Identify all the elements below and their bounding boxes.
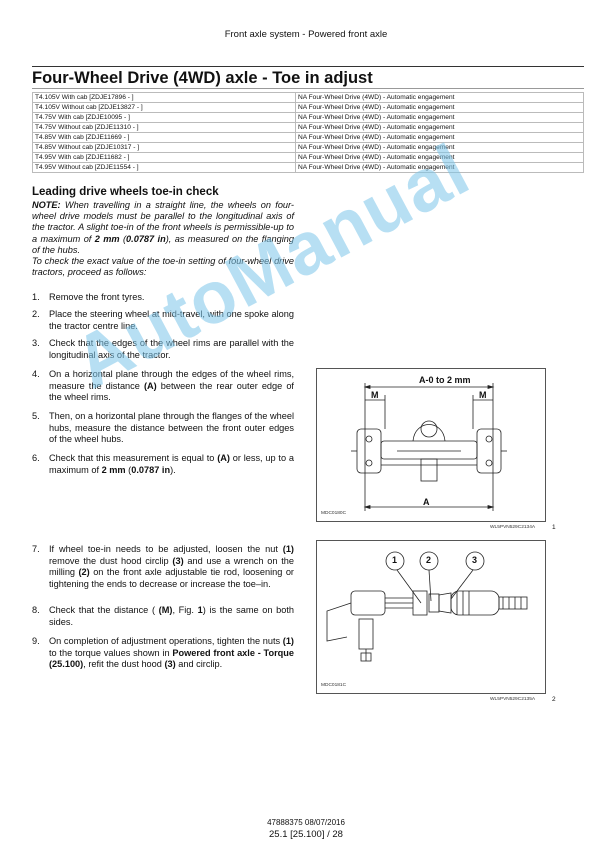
step-6: 6.Check that this measurement is equal t… [32, 453, 294, 475]
model-cell: T4.85V Without cab [ZDJE10317 - ] [32, 142, 296, 153]
step-1: 1.Remove the front tyres. [32, 292, 145, 302]
table-row: T4.75V With cab [ZDJE10095 - ]NA Four-Wh… [32, 112, 584, 123]
dimension-m-right: M [479, 390, 487, 400]
table-row: T4.75V Without cab [ZDJE11310 - ]NA Four… [32, 122, 584, 133]
figure-2-ref: WL5PVN529C2135A [490, 697, 536, 702]
model-cell: T4.75V With cab [ZDJE10095 - ] [32, 112, 296, 123]
footer-page-number: 25.1 [25.100] / 28 [269, 829, 343, 840]
config-cell: NA Four-Wheel Drive (4WD) - Automatic en… [295, 92, 584, 103]
callout-1: 1 [392, 555, 398, 565]
figure-1-inner-id: MDC0180C [321, 511, 347, 516]
note-label: NOTE: [32, 200, 61, 210]
model-cell: T4.95V Without cab [ZDJE11554 - ] [32, 162, 296, 173]
model-cell: T4.105V With cab [ZDJE17896 - ] [32, 92, 296, 103]
figure-2-number: 2 [552, 696, 556, 703]
note-paragraph: NOTE: When travelling in a straight line… [32, 200, 294, 278]
model-cell: T4.95V With cab [ZDJE11682 - ] [32, 152, 296, 163]
figure-1-ref: WL5PVN529C2134A [490, 525, 536, 530]
tie-rod-illustration [326, 551, 528, 662]
figure-1-axle-toe: A-0 to 2 mm M M A MDC0180C [316, 368, 546, 522]
figure-2-tie-rod: 1 2 3 MDC0181C [316, 540, 546, 694]
step-7: 7.If wheel toe-in needs to be adjusted, … [32, 544, 294, 589]
table-row: T4.95V Without cab [ZDJE11554 - ]NA Four… [32, 162, 584, 173]
footer-doc-id: 47888375 08/07/2016 [267, 818, 345, 827]
figure-2-inner-id: MDC0181C [321, 683, 347, 688]
table-row: T4.85V Without cab [ZDJE10317 - ]NA Four… [32, 142, 584, 153]
figure-1-number: 1 [552, 524, 556, 531]
running-header: Front axle system - Powered front axle [224, 29, 388, 40]
title-rule [32, 88, 584, 89]
model-applicability-table: T4.105V With cab [ZDJE17896 - ]NA Four-W… [32, 92, 584, 173]
dimension-a-label: A-0 to 2 mm [417, 375, 473, 385]
callout-2: 2 [426, 555, 432, 565]
step-4: 4.On a horizontal plane through the edge… [32, 369, 294, 403]
model-cell: T4.105V Without cab [ZDJE13827 - ] [32, 102, 296, 113]
dimension-m-left: M [371, 390, 379, 400]
config-cell: NA Four-Wheel Drive (4WD) - Automatic en… [295, 102, 584, 113]
config-cell: NA Four-Wheel Drive (4WD) - Automatic en… [295, 162, 584, 173]
table-row: T4.85V With cab [ZDJE11669 - ]NA Four-Wh… [32, 132, 584, 143]
model-cell: T4.85V With cab [ZDJE11669 - ] [32, 132, 296, 143]
step-5: 5.Then, on a horizontal plane through th… [32, 411, 294, 445]
table-row: T4.105V With cab [ZDJE17896 - ]NA Four-W… [32, 92, 584, 103]
step-8: 8.Check that the distance ( (M), Fig. 1)… [32, 605, 294, 627]
step-2: 2.Place the steering wheel at mid-travel… [32, 309, 294, 331]
table-row: T4.95V With cab [ZDJE11682 - ]NA Four-Wh… [32, 152, 584, 163]
callout-3: 3 [472, 555, 478, 565]
config-cell: NA Four-Wheel Drive (4WD) - Automatic en… [295, 112, 584, 123]
page-title: Four-Wheel Drive (4WD) axle - Toe in adj… [32, 66, 584, 88]
section-heading: Leading drive wheels toe-in check [32, 186, 219, 198]
axle-illustration [351, 383, 507, 511]
table-row: T4.105V Without cab [ZDJE13827 - ]NA Fou… [32, 102, 584, 113]
model-cell: T4.75V Without cab [ZDJE11310 - ] [32, 122, 296, 133]
step-9: 9.On completion of adjustment operations… [32, 636, 294, 670]
step-3: 3.Check that the edges of the wheel rims… [32, 338, 294, 360]
dimension-a-bottom: A [423, 497, 430, 507]
